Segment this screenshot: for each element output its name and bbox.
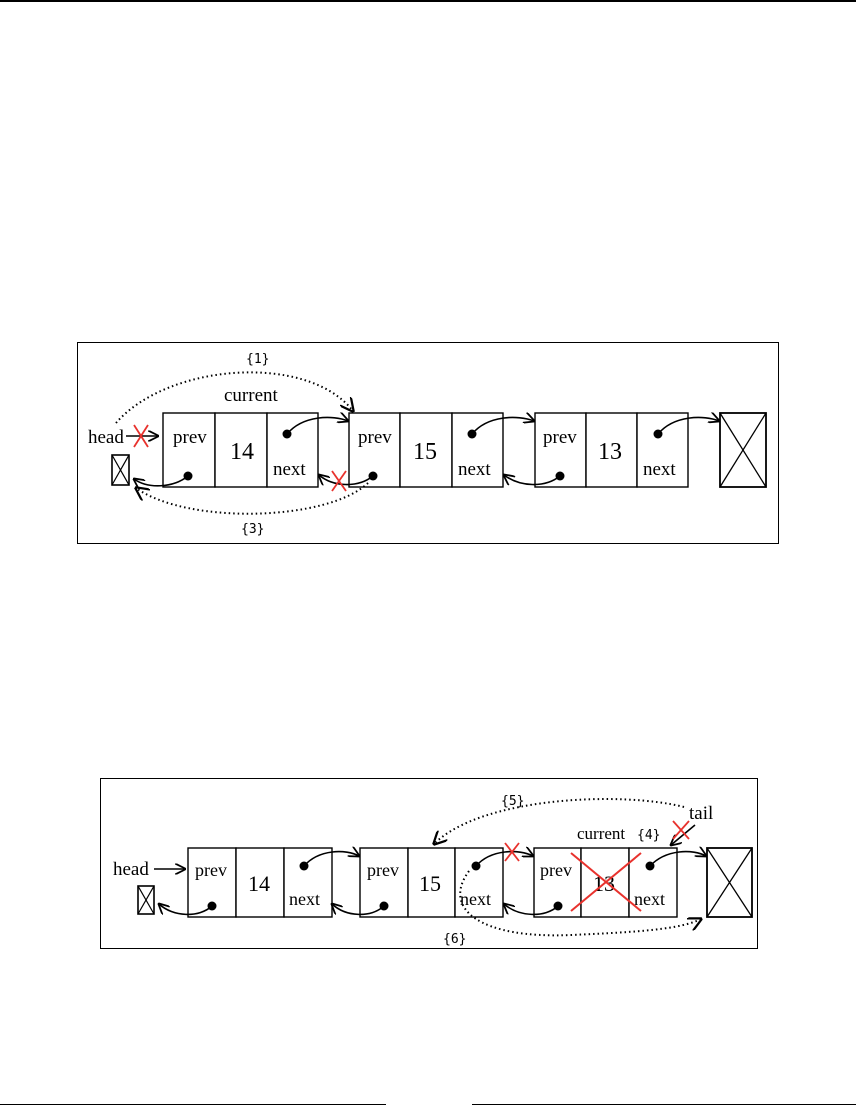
top-rule bbox=[0, 0, 856, 2]
diagram-remove-head-canvas: {1} current head prev 14 next prev 15 ne… bbox=[78, 343, 780, 545]
node-13-value: 13 bbox=[598, 439, 622, 465]
node-15-value: 15 bbox=[413, 439, 437, 465]
step5-label: {5} bbox=[501, 794, 524, 809]
null-tail-box-icon bbox=[707, 848, 752, 917]
node-15-next-label: next bbox=[458, 459, 491, 480]
node-14-next-label: next bbox=[289, 889, 320, 909]
diagram-remove-tail-canvas: {5} tail current {4} head prev 14 next p… bbox=[101, 779, 759, 950]
current-label: current bbox=[224, 385, 279, 406]
prev-cross-icon bbox=[332, 471, 346, 491]
node-14: prev 14 next bbox=[188, 848, 332, 917]
null-tail-box-icon bbox=[720, 413, 766, 487]
node-14-value: 14 bbox=[248, 871, 270, 896]
diagram-remove-tail: {5} tail current {4} head prev 14 next p… bbox=[100, 778, 758, 949]
node-14-value: 14 bbox=[230, 439, 254, 465]
null-box-icon bbox=[138, 886, 154, 914]
head-label: head bbox=[113, 859, 149, 880]
node-15-next-label: next bbox=[460, 889, 491, 909]
node-14-prev-label: prev bbox=[173, 427, 207, 448]
node-13-prev-label: prev bbox=[540, 860, 572, 880]
step1-label: {1} bbox=[246, 352, 269, 367]
node-13-prev-label: prev bbox=[543, 427, 577, 448]
node-14: prev 14 next bbox=[163, 413, 318, 487]
step6-label: {6} bbox=[443, 932, 466, 947]
diagram-remove-head: {1} current head prev 14 next prev 15 ne… bbox=[77, 342, 779, 544]
tail-label: tail bbox=[689, 803, 713, 824]
head-label: head bbox=[88, 427, 124, 448]
node-15: prev 15 next bbox=[360, 848, 503, 917]
node-15-value: 15 bbox=[419, 871, 441, 896]
node-15-prev-label: prev bbox=[367, 860, 399, 880]
node-14-prev-label: prev bbox=[195, 860, 227, 880]
node-13-next-label: next bbox=[634, 889, 665, 909]
node-14-next-label: next bbox=[273, 459, 306, 480]
step4-label: {4} bbox=[637, 828, 660, 843]
node-13-next-label: next bbox=[643, 459, 676, 480]
current-label: current bbox=[577, 824, 625, 843]
node-13: prev 13 next bbox=[535, 413, 688, 487]
step3-label: {3} bbox=[241, 522, 264, 537]
node-15-prev-label: prev bbox=[358, 427, 392, 448]
null-box-icon bbox=[112, 455, 129, 485]
